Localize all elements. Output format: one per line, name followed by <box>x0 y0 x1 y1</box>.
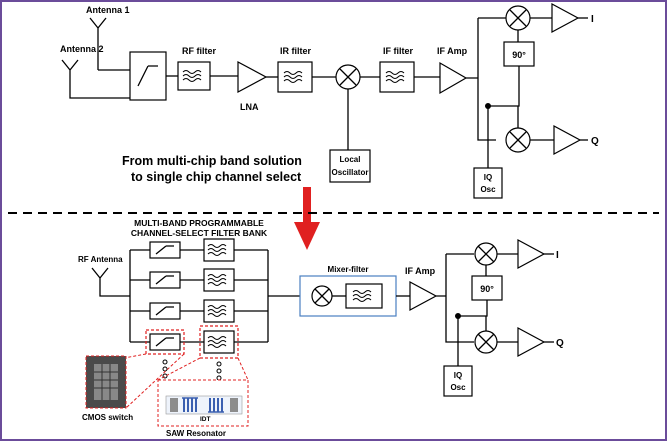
q-output-label: Q <box>591 136 599 147</box>
bottom-if-amp-icon <box>409 280 438 312</box>
iq-oscillator-block <box>473 167 503 199</box>
filter-bank-row-1 <box>130 238 268 262</box>
ir-filter-label: IR filter <box>280 46 312 56</box>
saw-resonator-label: SAW Resonator <box>166 429 226 438</box>
antenna-switch <box>129 51 167 101</box>
idt-label: IDT <box>200 416 211 423</box>
cmos-switch-label: CMOS switch <box>82 413 133 422</box>
bottom-if-amp-label: IF Amp <box>405 266 436 276</box>
top-receiver-chain: Antenna 1 Antenna 2 RF filter LNA IR fil… <box>60 2 599 199</box>
iq-osc-label-2: Osc <box>480 185 496 194</box>
filter-bank-row-2 <box>130 268 268 292</box>
if-filter-label: IF filter <box>383 46 413 56</box>
phase-shift-90-block <box>503 41 535 67</box>
rf-antenna-label: RF Antenna <box>78 255 123 264</box>
phase-shift-90-label: 90° <box>512 50 526 60</box>
bottom-i-output-label: I <box>556 250 559 261</box>
cmos-switch-inset: CMOS switch <box>82 353 185 422</box>
antenna-1-icon <box>89 17 107 70</box>
bottom-q-output-label: Q <box>556 338 564 349</box>
antenna-1-label: Antenna 1 <box>86 5 130 15</box>
local-oscillator-block <box>329 149 371 183</box>
ir-filter-block <box>277 61 313 93</box>
filter-bank-row-4 <box>130 330 268 354</box>
i-amp-icon <box>551 2 580 34</box>
down-arrow-icon <box>294 187 320 250</box>
lna-label: LNA <box>240 102 259 112</box>
lna-amplifier-icon <box>237 60 268 94</box>
transition-text-2: to single chip channel select <box>131 170 302 184</box>
if-amp-label: IF Amp <box>437 46 468 56</box>
filter-bank-title-1: MULTI-BAND PROGRAMMABLE <box>134 218 264 228</box>
rf-filter-label: RF filter <box>182 46 216 56</box>
filter-bank-title-2: CHANNEL-SELECT FILTER BANK <box>131 228 268 238</box>
if-filter-block <box>379 61 415 93</box>
iq-osc-label-1: IQ <box>484 173 492 182</box>
bottom-receiver-chain: MULTI-BAND PROGRAMMABLE CHANNEL-SELECT F… <box>78 218 564 438</box>
saw-resonator-inset: IDT SAW Resonator <box>157 357 249 438</box>
local-oscillator-label-2: Oscillator <box>332 168 369 177</box>
q-amp-icon <box>553 124 582 156</box>
filter-bank-row-3 <box>130 299 268 323</box>
bottom-iq-osc-label-1: IQ <box>454 371 462 380</box>
if-amp-icon <box>439 61 468 95</box>
antenna-2-icon <box>61 59 130 99</box>
transition-text-1: From multi-chip band solution <box>122 154 302 168</box>
more-channels-dots <box>162 359 222 381</box>
local-oscillator-label-1: Local <box>340 155 361 164</box>
i-output-label: I <box>591 14 594 25</box>
mixer-filter-label: Mixer-filter <box>328 265 369 274</box>
rf-filter-block <box>177 61 211 91</box>
antenna-2-label: Antenna 2 <box>60 44 104 54</box>
bottom-phase-90-label: 90° <box>480 284 494 294</box>
bottom-iq-osc-label-2: Osc <box>450 383 466 392</box>
